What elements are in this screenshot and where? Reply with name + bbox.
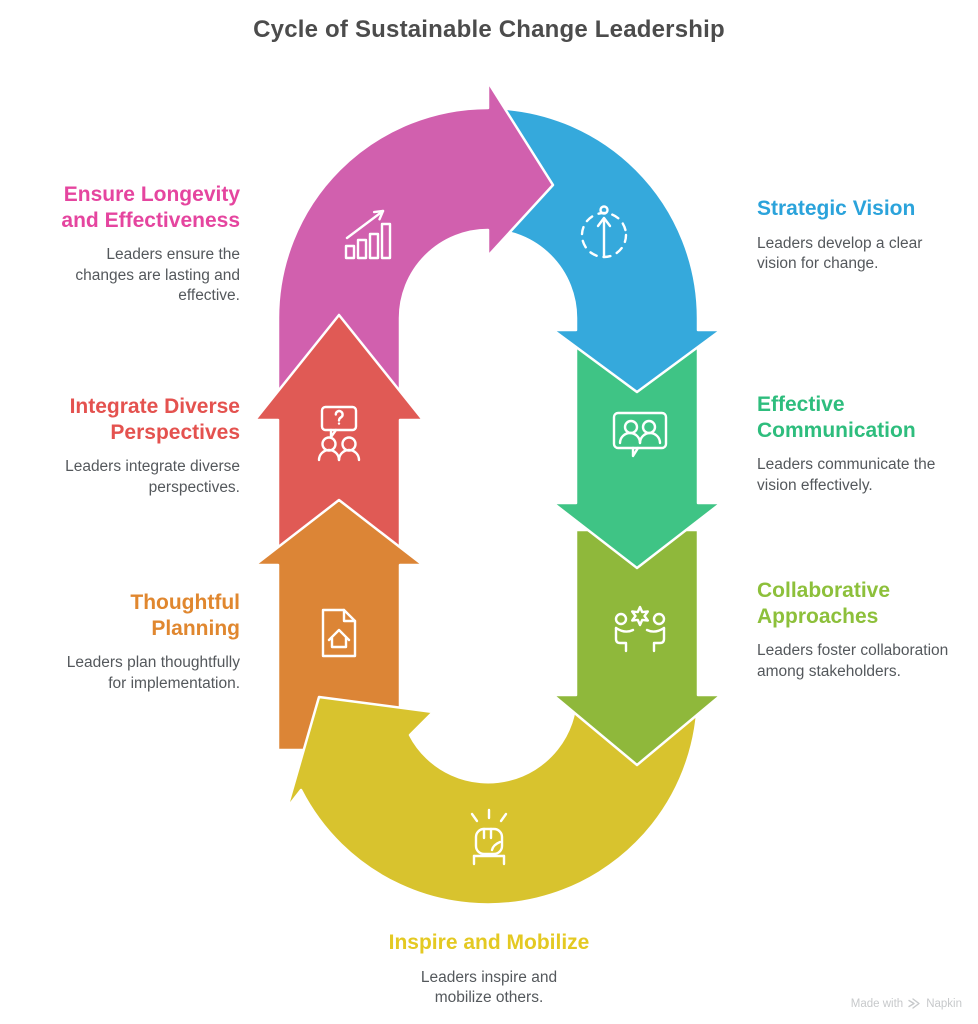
step-description: Leaders ensure the changes are lasting a… [75, 246, 240, 305]
brand-label: Napkin [926, 997, 962, 1010]
segment-collaborative-approaches-arrow [551, 528, 723, 767]
step-block-strategic-vision: Strategic Vision Leaders develop a clear… [757, 196, 962, 275]
step-description: Leaders inspire and mobilize others. [420, 968, 558, 1007]
made-with-label: Made with [850, 997, 904, 1010]
raised-fist-icon [470, 808, 508, 866]
step-block-effective-communication: Effective Communication Leaders communic… [757, 392, 962, 496]
step-description: Leaders plan thoughtfully for implementa… [66, 654, 240, 692]
step-heading: Inspire and Mobilize [388, 931, 590, 954]
step-heading: Strategic Vision [757, 197, 916, 220]
step-block-inspire-and-mobilize: Inspire and Mobilize Leaders inspire and… [344, 930, 634, 1009]
page-title: Cycle of Sustainable Change Leadership [253, 16, 725, 43]
step-block-ensure-longevity: Ensure Longevity and Effectiveness Leade… [45, 182, 240, 307]
step-description: Leaders integrate diverse perspectives. [65, 458, 240, 496]
made-with-napkin-credit: Made with Napkin [851, 997, 962, 1010]
step-heading: Effective Communication [757, 393, 916, 442]
step-block-collaborative-approaches: Collaborative Approaches Leaders foster … [757, 578, 962, 682]
step-heading: Integrate Diverse Perspectives [69, 395, 240, 444]
segment-effective-communication-arrow [551, 318, 723, 570]
step-description: Leaders foster collaboration among stake… [757, 642, 949, 680]
segment-integrate-head-overlay [253, 313, 425, 444]
step-description: Leaders communicate the vision effective… [757, 456, 936, 494]
napkin-logo-icon [908, 998, 920, 1009]
upward-arrow-person-target-icon [580, 205, 628, 259]
step-heading: Ensure Longevity and Effectiveness [61, 183, 240, 232]
step-description: Leaders develop a clear vision for chang… [757, 234, 923, 273]
step-block-thoughtful-planning: Thoughtful Planning Leaders plan thought… [45, 590, 240, 694]
question-discussion-people-icon [317, 405, 361, 462]
step-heading: Collaborative Approaches [757, 579, 891, 628]
step-block-integrate-diverse-perspectives: Integrate Diverse Perspectives Leaders i… [45, 394, 240, 498]
speech-bubble-people-icon [612, 411, 668, 458]
step-heading: Thoughtful Planning [130, 591, 240, 640]
people-collaboration-gear-icon [614, 605, 666, 653]
growth-chart-arrow-icon [344, 209, 392, 260]
document-house-plan-icon [321, 608, 357, 658]
